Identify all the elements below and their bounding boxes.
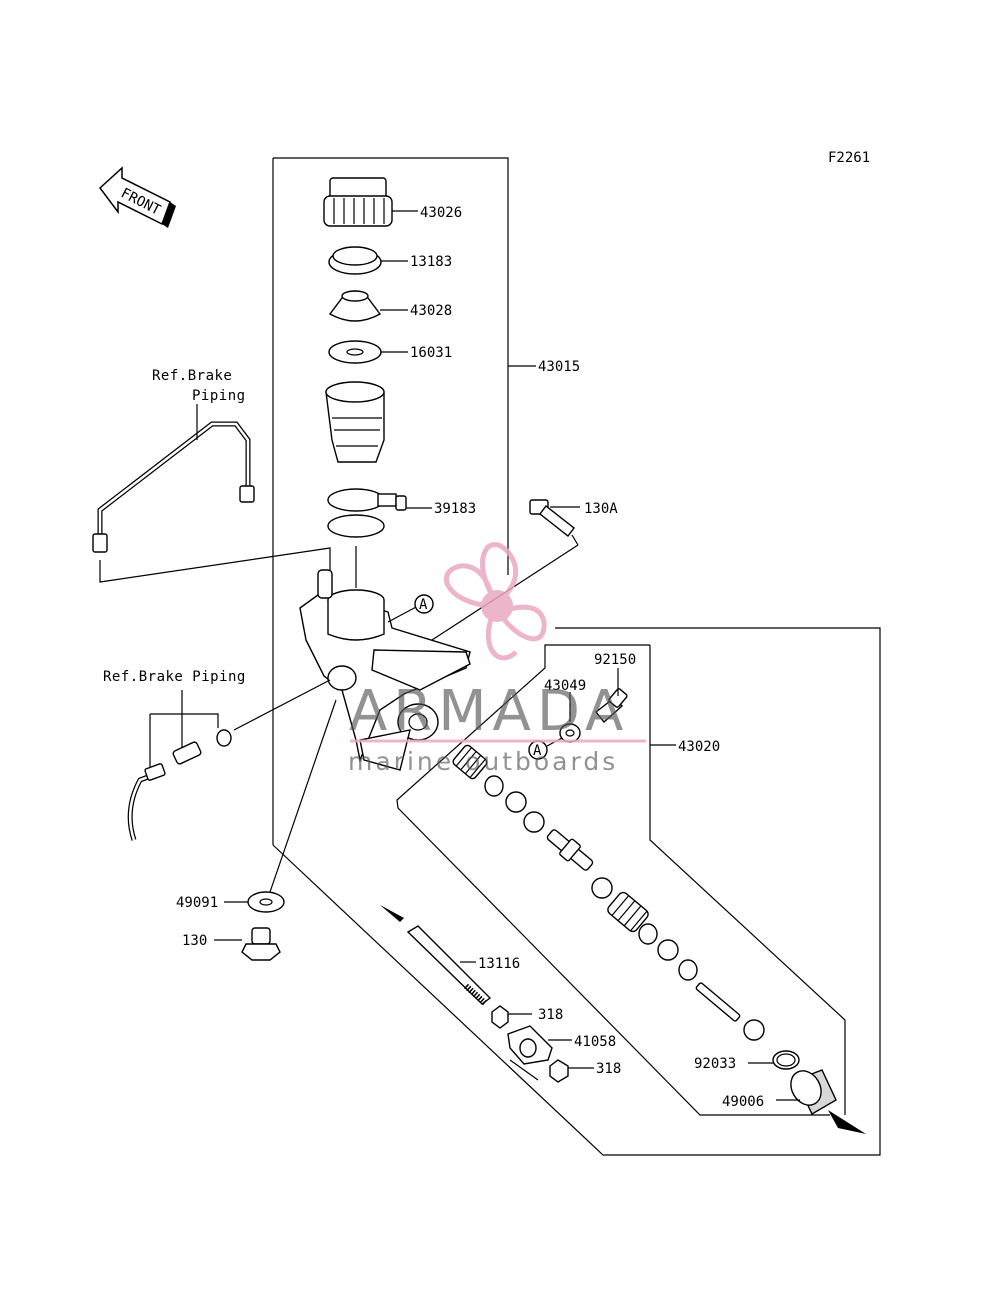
push-rod [380, 905, 492, 1007]
clevis [507, 1025, 553, 1065]
svg-text:A: A [533, 743, 542, 759]
brake-pipe-lower [127, 729, 232, 841]
bolt-130a [529, 499, 575, 537]
bracket-43015 [273, 157, 509, 575]
watermark-brand: ARMADA [349, 679, 629, 744]
part-92033: 92033 [694, 1056, 736, 1072]
brake-pipe-upper [92, 421, 255, 553]
part-13116: 13116 [478, 956, 520, 972]
dust-boot [790, 1069, 837, 1115]
nut-lower [549, 1059, 569, 1083]
ref-brake-piping-top-line2: Piping [192, 388, 246, 404]
part-43028: 43028 [410, 303, 452, 319]
ref-brake-piping-left: Ref.Brake Piping [103, 669, 246, 685]
part-130: 130 [182, 933, 207, 949]
bleeder-fitting [595, 688, 628, 724]
plug-bolt [241, 927, 281, 961]
bracket-43020 [649, 645, 846, 1115]
hose-clamp [327, 488, 407, 538]
part-16031: 16031 [410, 345, 452, 361]
piston-assembly [452, 744, 765, 1041]
watermark-logo: ARMADA marine outboards [348, 542, 646, 776]
part-318-lower: 318 [596, 1061, 621, 1077]
part-92150: 92150 [594, 652, 636, 668]
plate [328, 246, 382, 275]
part-318-upper: 318 [538, 1007, 563, 1023]
watermark-tagline: marine outboards [348, 747, 618, 776]
part-130a: 130A [584, 501, 618, 517]
nut-upper [491, 1005, 509, 1029]
part-43015: 43015 [538, 359, 580, 375]
marker-a-upper: A [414, 594, 434, 614]
part-49091: 49091 [176, 895, 218, 911]
circlip [772, 1050, 800, 1070]
ref-brake-piping-top-line1: Ref.Brake [152, 368, 232, 384]
part-49006: 49006 [722, 1094, 764, 1110]
reservoir-cap [323, 177, 393, 227]
washer-49091 [247, 891, 285, 913]
master-cylinder-body [299, 569, 471, 771]
diaphragm [328, 290, 382, 322]
part-41058: 41058 [574, 1034, 616, 1050]
part-43020: 43020 [678, 739, 720, 755]
figure-code: F2261 [828, 150, 870, 166]
reservoir-body [325, 381, 385, 463]
svg-text:A: A [419, 597, 428, 613]
propeller-icon [443, 542, 547, 661]
part-43049: 43049 [544, 678, 586, 694]
front-arrow-icon: FRONT [98, 166, 176, 228]
part-13183: 13183 [410, 254, 452, 270]
part-43026: 43026 [420, 205, 462, 221]
part-39183: 39183 [434, 501, 476, 517]
washer-16031 [328, 340, 382, 364]
